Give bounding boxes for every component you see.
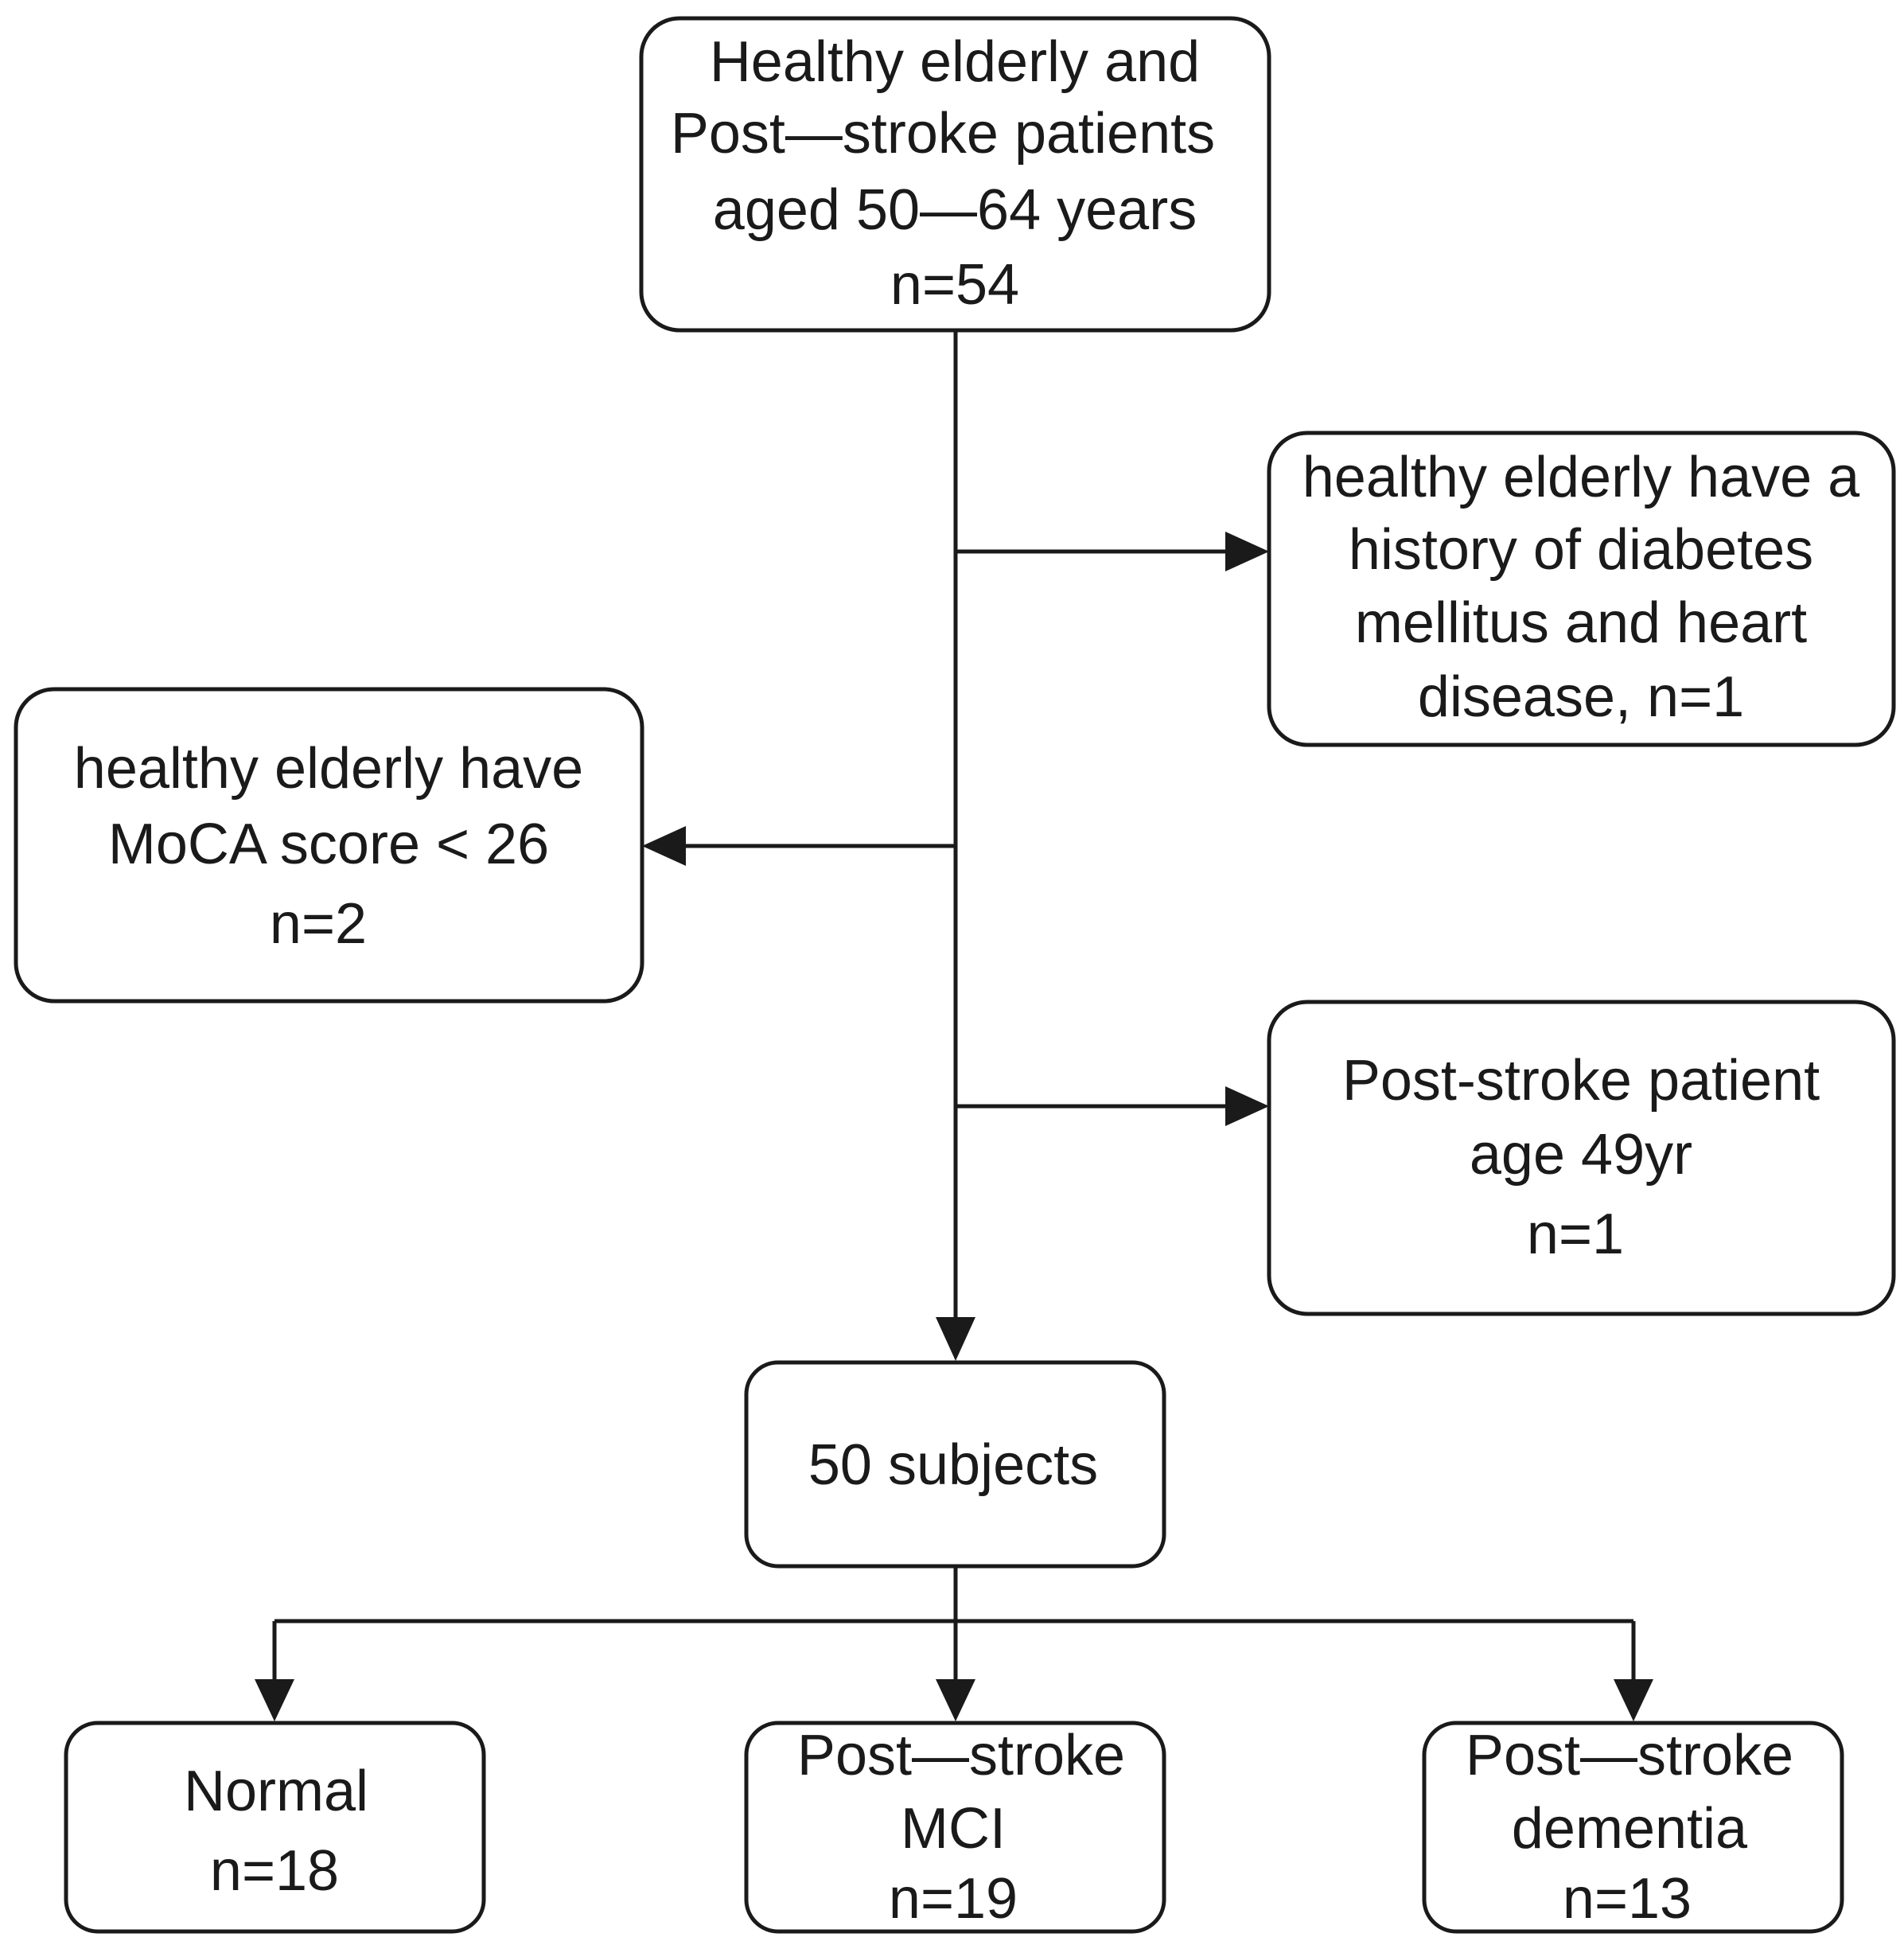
node-exclusion-moca-line-3: n=2 — [270, 892, 367, 956]
node-exclusion-moca-line-2: MoCA score < 26 — [108, 813, 549, 876]
node-dementia-line-2: dementia — [1512, 1797, 1748, 1861]
node-dementia-line-3: n=13 — [1563, 1867, 1692, 1931]
node-mci-line-2: MCI — [901, 1797, 1006, 1861]
node-dementia: Post—stroke dementia n=13 — [1422, 1721, 1844, 1934]
node-start-line-2: Post—stroke patients — [671, 102, 1215, 166]
node-mci-line-1: Post—stroke — [797, 1724, 1125, 1787]
node-exclusion-diabetes-line-4: disease, n=1 — [1418, 665, 1744, 729]
arrowhead-to-dementia — [1614, 1679, 1653, 1721]
node-normal-line-1: Normal — [184, 1760, 368, 1823]
node-exclusion-age: Post-stroke patient age 49yr n=1 — [1267, 1000, 1896, 1316]
arrowhead-to-moca-exclusion — [642, 826, 686, 866]
arrowhead-to-subjects — [936, 1317, 975, 1361]
node-start: Healthy elderly and Post—stroke patients… — [639, 16, 1271, 333]
node-start-line-3: aged 50—64 years — [713, 178, 1197, 242]
node-subjects: 50 subjects — [744, 1360, 1166, 1569]
node-exclusion-diabetes-line-2: history of diabetes — [1349, 518, 1813, 582]
node-exclusion-moca-line-1: healthy elderly have — [74, 737, 583, 801]
node-exclusion-age-line-1: Post-stroke patient — [1342, 1049, 1820, 1113]
arrowhead-to-diabetes-exclusion — [1225, 532, 1269, 571]
node-subjects-line-1: 50 subjects — [808, 1433, 1098, 1497]
node-normal-line-2: n=18 — [210, 1839, 339, 1903]
edges — [255, 330, 1653, 1721]
node-mci: Post—stroke MCI n=19 — [744, 1721, 1166, 1934]
node-exclusion-moca: healthy elderly have MoCA score < 26 n=2 — [14, 687, 644, 1004]
node-dementia-line-1: Post—stroke — [1466, 1724, 1793, 1787]
node-exclusion-diabetes: healthy elderly have a history of diabet… — [1267, 431, 1896, 747]
arrowhead-to-age-exclusion — [1225, 1086, 1269, 1126]
arrowhead-to-mci — [936, 1679, 975, 1721]
node-exclusion-diabetes-line-1: healthy elderly have a — [1302, 446, 1860, 509]
node-exclusion-age-line-2: age 49yr — [1470, 1123, 1692, 1187]
node-start-line-4: n=54 — [890, 253, 1019, 317]
node-exclusion-age-line-3: n=1 — [1527, 1202, 1624, 1266]
arrowhead-to-normal — [255, 1679, 294, 1721]
node-start-line-1: Healthy elderly and — [710, 30, 1200, 94]
node-exclusion-diabetes-line-3: mellitus and heart — [1355, 591, 1807, 655]
node-mci-line-3: n=19 — [889, 1867, 1018, 1931]
node-normal: Normal n=18 — [64, 1721, 486, 1934]
